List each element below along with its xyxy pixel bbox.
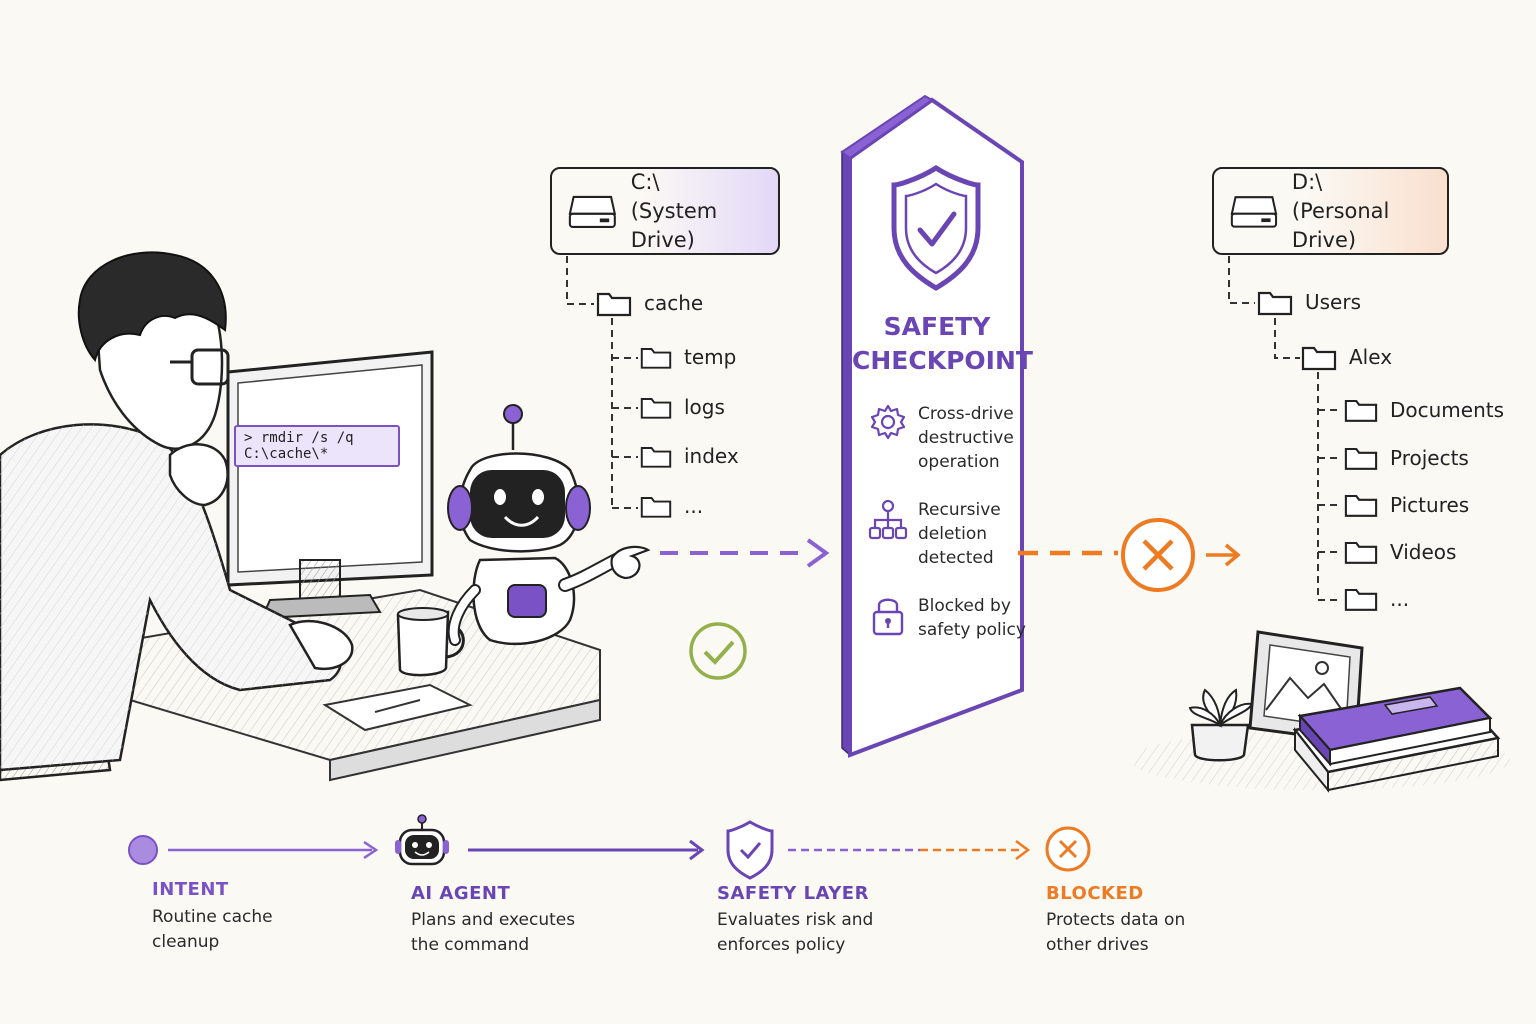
terminal-command-box: > rmdir /s /q C:\cache\* [234, 425, 400, 467]
plant-pot [1190, 723, 1250, 762]
step-safety-desc: Evaluates risk and enforces policy [717, 908, 873, 958]
folder-label: ... [684, 494, 704, 518]
system-drive-tree-lines [566, 256, 638, 509]
step-safety-desc-line1: Evaluates risk and [717, 910, 874, 930]
folder-icon [1344, 494, 1378, 517]
folder-label: temp [684, 345, 737, 369]
folder-cache[interactable]: cache [596, 289, 703, 317]
step-agent-desc-line1: Plans and executes [411, 910, 576, 930]
terminal-command-text: > rmdir /s /q C:\cache\* [244, 430, 354, 462]
folder-icon [1301, 346, 1337, 371]
system-drive-card[interactable]: C:\ (System Drive) [550, 167, 780, 255]
checkpoint-title: SAFETY CHECKPOINT [852, 310, 1033, 378]
personal-drive-label: (Personal Drive) [1291, 198, 1390, 252]
flow-diagram [128, 814, 1091, 880]
person [0, 251, 354, 772]
check-text: Recursive deletion detected [918, 500, 1001, 568]
notebook [322, 683, 473, 732]
check-text: Cross-drive destructive operation [918, 404, 1014, 472]
folder-pictures[interactable]: Pictures [1344, 491, 1469, 518]
step-blocked-desc: Protects data on other drives [1046, 908, 1185, 958]
personal-drive-tree-lines [1228, 256, 1342, 601]
folder-more[interactable]: ... [1344, 585, 1409, 612]
folder-more[interactable]: ... [640, 493, 703, 519]
monitor [226, 350, 434, 620]
step-agent-desc: Plans and executes the command [411, 908, 575, 958]
mug [396, 607, 465, 677]
folder-label: Projects [1390, 445, 1469, 470]
system-drive-name: C:\ [630, 169, 660, 194]
step-intent-title: INTENT [152, 879, 229, 900]
folder-documents[interactable]: Documents [1344, 396, 1504, 423]
personal-drive-name: D:\ [1291, 169, 1323, 194]
step-safety-desc-line2: enforces policy [717, 935, 846, 955]
safety-checkpoint-pillar [840, 94, 1024, 758]
hard-drive-icon [1230, 196, 1278, 228]
folder-label: Videos [1390, 539, 1457, 564]
folder-icon [1344, 588, 1378, 611]
folder-icon [1344, 541, 1378, 564]
step-blocked-desc-line1: Protects data on [1046, 910, 1186, 930]
padlock-icon [872, 598, 904, 636]
gear-icon [870, 404, 906, 440]
step-agent-desc-line2: the command [411, 935, 530, 955]
folder-alex[interactable]: Alex [1301, 343, 1392, 371]
system-drive-label: (System Drive) [630, 198, 718, 252]
step-blocked-title: BLOCKED [1046, 883, 1144, 904]
folder-icon [1257, 291, 1293, 316]
personal-drive-card[interactable]: D:\ (Personal Drive) [1212, 167, 1449, 255]
folder-label: cache [644, 291, 704, 315]
folder-videos[interactable]: Videos [1344, 538, 1456, 565]
blocked-x-icon [1045, 826, 1091, 872]
folder-label: Pictures [1390, 492, 1470, 517]
intent-dot-icon [128, 835, 158, 865]
shield-check-icon [891, 165, 981, 291]
folder-icon [1344, 447, 1378, 470]
personal-items [1130, 630, 1510, 793]
folder-label: index [684, 444, 739, 468]
check-blocked-policy: Blocked by safety policy [870, 594, 1028, 642]
safety-layer-shield-icon [726, 820, 774, 880]
step-intent-desc-line1: Routine cache [152, 907, 273, 927]
checkpoint-title-line2: CHECKPOINT [852, 346, 1033, 375]
folder-projects[interactable]: Projects [1344, 444, 1469, 471]
checkpoint-title-line1: SAFETY [883, 312, 991, 341]
folder-icon [1344, 399, 1378, 422]
check-recursive: Recursive deletion detected [868, 498, 1028, 570]
folder-label: Users [1305, 290, 1362, 314]
hierarchy-icon [868, 499, 908, 540]
step-blocked-desc-line2: other drives [1046, 935, 1149, 955]
allowed-check-icon [689, 622, 747, 680]
step-safety-title: SAFETY LAYER [717, 883, 869, 904]
step-intent-desc-line2: cleanup [152, 932, 220, 952]
folder-label: ... [1390, 586, 1410, 611]
robot-head-icon [395, 814, 449, 866]
folder-logs[interactable]: logs [640, 394, 725, 420]
hard-drive-icon [568, 195, 617, 228]
folder-index[interactable]: index [640, 443, 739, 469]
folder-label: Alex [1349, 345, 1393, 369]
step-intent-desc: Routine cache cleanup [152, 905, 273, 955]
folder-icon [640, 447, 672, 468]
agent-to-checkpoint-arrow [660, 538, 830, 568]
step-agent-title: AI AGENT [411, 883, 511, 904]
folder-label: logs [684, 395, 725, 419]
robot-agent [447, 404, 651, 646]
folder-icon [640, 398, 672, 419]
folder-icon [596, 292, 632, 317]
folder-icon [640, 348, 672, 369]
check-text: Blocked by safety policy [918, 596, 1026, 640]
folder-temp[interactable]: temp [640, 344, 736, 370]
check-cross-drive: Cross-drive destructive operation [868, 402, 1028, 474]
folder-label: Documents [1390, 397, 1505, 422]
folder-icon [640, 497, 672, 518]
checkpoint-to-blocked-arrow [1018, 518, 1241, 592]
folder-users[interactable]: Users [1257, 288, 1361, 316]
